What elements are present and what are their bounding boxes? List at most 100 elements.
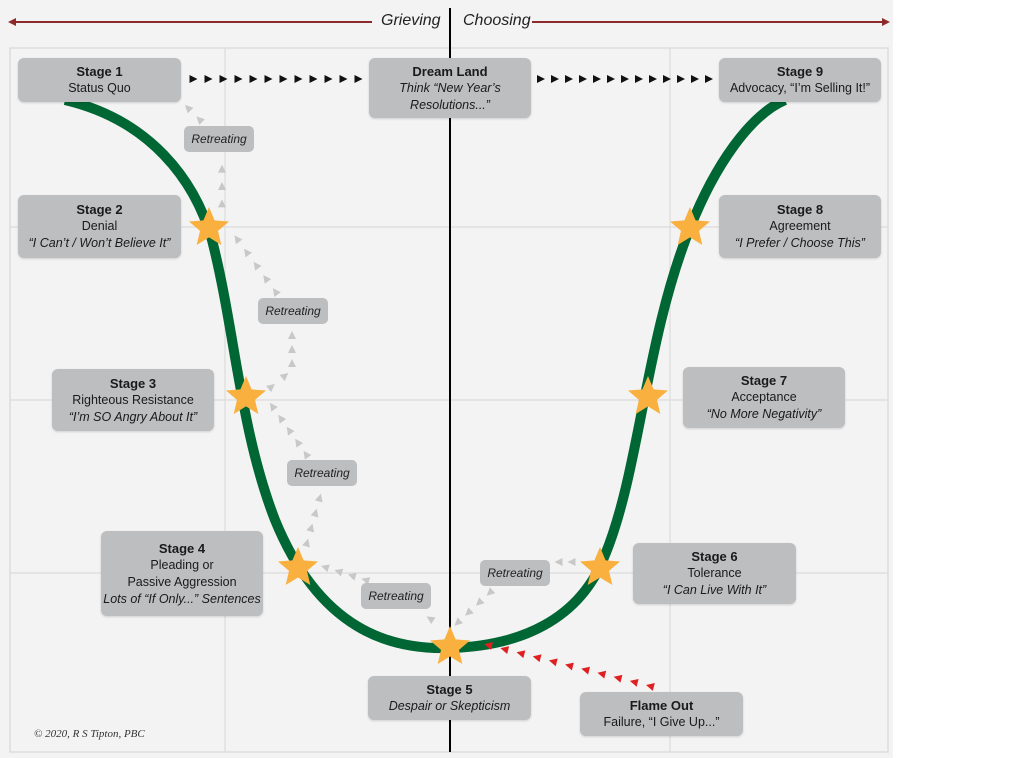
retreating-label: Retreating — [258, 298, 328, 324]
retreat-arrowhead — [475, 597, 485, 606]
flame-out-arrowhead — [532, 654, 542, 663]
forward-arrowhead — [189, 75, 198, 83]
forward-arrowhead — [537, 75, 545, 83]
retreat-arrowhead — [234, 235, 243, 245]
stage-title: Stage 5 — [426, 682, 473, 697]
retreat-arrowhead — [286, 426, 295, 436]
stage-6-star-icon — [580, 547, 620, 585]
stage-description: Righteous Resistance — [72, 392, 194, 407]
stage-quote: “I’m SO Angry About It” — [68, 409, 198, 424]
forward-arrowhead — [339, 75, 348, 83]
forward-arrowhead — [677, 75, 685, 83]
stage-8-star-icon — [670, 207, 710, 245]
stage-title: Stage 7 — [740, 373, 788, 388]
stage-7-box: Stage 7 Acceptance “No More Negativity” — [683, 367, 845, 428]
stage-quote: “No More Negativity” — [706, 407, 822, 421]
retreat-arrowhead — [361, 577, 371, 585]
retreat-arrowhead — [266, 383, 275, 393]
retreat-arrowhead — [253, 261, 262, 271]
retreat-arrowhead — [314, 493, 323, 503]
choosing-label: Choosing — [463, 12, 531, 29]
choosing-arrowhead — [882, 18, 890, 26]
dream-land-quote: Resolutions...” — [410, 97, 490, 112]
retreat-arrowhead — [303, 450, 312, 460]
forward-arrowhead — [551, 75, 559, 83]
stage-description: Denial — [81, 219, 118, 233]
stage-description: Acceptance — [731, 390, 797, 404]
retreat-arrowhead — [306, 523, 315, 533]
forward-arrowhead — [249, 75, 258, 83]
copyright: © 2020, R S Tipton, PBC — [34, 728, 145, 740]
forward-arrowhead — [294, 75, 303, 83]
stage-title: Stage 6 — [691, 549, 738, 564]
retreat-arrowhead — [310, 508, 319, 518]
flame-out-arrowhead — [516, 650, 526, 659]
retreat-arrowhead — [263, 274, 272, 284]
retreat-arrowhead — [426, 616, 436, 625]
stage-5-box: Stage 5 Despair or Skepticism — [368, 676, 531, 720]
forward-arrowhead — [219, 75, 228, 83]
stage-5-star-icon — [430, 626, 470, 664]
stage-title: Stage 3 — [109, 375, 157, 391]
retreat-arrowhead — [269, 402, 278, 412]
stage-quote: Lots of “If Only...” Sentences — [103, 591, 261, 606]
stage-description: Advocacy, “I’m Selling It!” — [729, 81, 871, 95]
retreat-arrowhead — [347, 573, 357, 581]
stage-title: Stage 9 — [776, 64, 824, 79]
retreat-arrowhead — [278, 414, 287, 424]
retreat-arrowhead — [279, 372, 289, 382]
retreat-arrowhead — [295, 438, 303, 448]
forward-arrowhead — [279, 75, 288, 83]
stage-description: Agreement — [769, 219, 831, 233]
retreating-label: Retreating — [184, 126, 254, 152]
stage-7-star-icon — [628, 376, 668, 414]
retreat-arrowhead — [302, 538, 310, 548]
forward-arrowhead — [234, 75, 243, 83]
retreat-arrowhead — [486, 587, 496, 596]
stage-quote: “I Prefer / Choose This” — [735, 236, 865, 250]
retreat-arrowhead — [454, 617, 464, 626]
stage-quote: “I Can’t / Won’t Believe It” — [28, 236, 171, 250]
flame-out-arrowhead — [484, 642, 493, 650]
retreating-label: Retreating — [361, 583, 431, 609]
forward-arrowhead — [354, 75, 363, 83]
dream-land-title: Dream Land — [412, 63, 488, 79]
flame-out-arrowhead — [597, 670, 607, 679]
retreat-arrowhead — [288, 359, 296, 367]
stage-description: Tolerance — [687, 566, 742, 580]
retreat-arrowhead — [196, 116, 205, 125]
forward-arrowhead — [593, 75, 601, 83]
forward-arrowhead — [264, 75, 273, 83]
forward-arrowhead — [691, 75, 699, 83]
forward-arrowhead — [309, 75, 318, 83]
retreat-arrowhead — [244, 248, 252, 258]
retreating-label: Retreating — [480, 560, 550, 586]
retreat-arrowhead — [218, 199, 226, 208]
retreat-arrowhead — [218, 182, 226, 190]
flame-out-title: Flame Out — [629, 698, 694, 713]
grieving-label: Grieving — [381, 12, 441, 29]
dream-land-quote: Think “New Year’s — [399, 80, 501, 95]
forward-arrowhead — [607, 75, 615, 83]
flame-out-arrowhead — [548, 658, 558, 667]
stage-title: Stage 2 — [76, 202, 123, 217]
stage-quote: Despair or Skepticism — [388, 699, 511, 713]
grieving-arrowhead — [8, 18, 16, 26]
flame-out-arrowhead — [500, 646, 510, 654]
retreat-arrowhead — [465, 607, 474, 616]
stage-title: Stage 1 — [76, 64, 123, 79]
retreat-arrowhead — [320, 564, 330, 573]
flame-out-description: Failure, “I Give Up...” — [603, 715, 720, 729]
stage-9-box: Stage 9 Advocacy, “I’m Selling It!” — [719, 58, 881, 102]
forward-arrowhead — [705, 75, 713, 83]
flame-out-arrowhead — [581, 666, 591, 675]
forward-arrowhead — [579, 75, 587, 83]
forward-arrowhead — [621, 75, 629, 83]
retreat-arrowhead — [334, 568, 344, 577]
